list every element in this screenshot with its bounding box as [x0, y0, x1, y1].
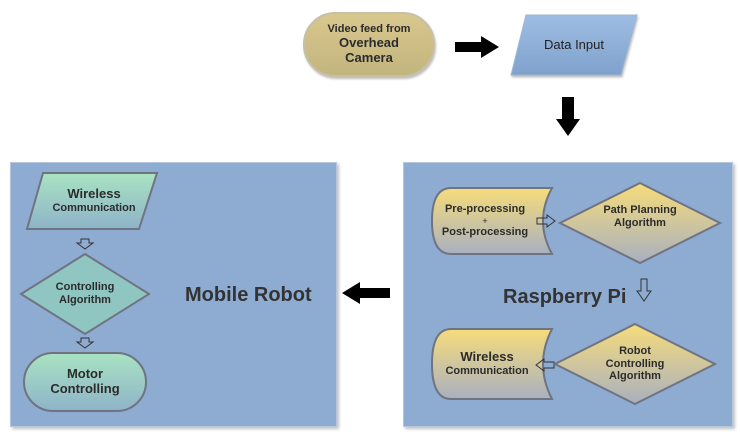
processing-node: Pre-processing + Post-processing [430, 187, 554, 255]
hollow-arrow-down-icon [75, 238, 95, 250]
video-feed-line3: Camera [345, 49, 393, 65]
motor-line1: Motor [66, 366, 104, 382]
robot-controlling-node: Robot Controlling Algorithm [552, 322, 718, 406]
processing-line1: Pre-processing [444, 203, 526, 216]
motor-controlling-node: Motor Controlling [23, 352, 147, 412]
video-feed-line2: Overhead [339, 34, 399, 50]
robot-controlling-line3: Algorithm [609, 370, 661, 383]
processing-line2: + [482, 215, 488, 226]
raspberry-pi-title: Raspberry Pi [503, 286, 627, 308]
pi-wireless-node: Wireless Communication [430, 328, 554, 400]
robot-wireless-line2: Communication [52, 202, 136, 215]
arrow-right-icon [455, 36, 499, 58]
data-input-label: Data Input [544, 36, 604, 52]
stored-data-shape [430, 187, 554, 255]
processing-line3: Post-processing [441, 226, 529, 239]
hollow-arrow-down-icon [75, 337, 95, 349]
diamond-shape [557, 181, 723, 265]
terminator-shape [303, 12, 435, 77]
controlling-line2: Algorithm [59, 294, 111, 306]
video-feed-line1: Video feed from [327, 23, 411, 36]
parallelogram-shape [510, 14, 638, 76]
hollow-arrow-right-icon [536, 214, 556, 228]
mobile-robot-title: Mobile Robot [185, 284, 312, 306]
controlling-algorithm-node: Controlling Algorithm [19, 252, 151, 336]
path-planning-node: Path Planning Algorithm [557, 181, 723, 265]
path-planning-line2: Algorithm [614, 217, 666, 229]
robot-controlling-line1: Robot [619, 345, 651, 358]
pi-wireless-line2: Communication [445, 365, 529, 378]
robot-wireless-line1: Wireless [67, 186, 121, 202]
hollow-arrow-left-icon [535, 358, 555, 372]
stored-data-shape [430, 328, 554, 400]
pi-wireless-line1: Wireless [460, 349, 514, 365]
hollow-arrow-down-icon [636, 278, 652, 302]
robot-wireless-node: Wireless Communication [25, 172, 159, 230]
diamond-shape [19, 252, 151, 336]
data-input-node: Data Input [510, 14, 638, 76]
diamond-shape [552, 322, 718, 406]
terminator-shape [23, 352, 147, 412]
arrow-down-icon [556, 97, 580, 136]
path-planning-line1: Path Planning [603, 204, 677, 217]
video-feed-node: Video feed from Overhead Camera [303, 12, 435, 77]
parallelogram-shape [25, 172, 159, 230]
robot-controlling-line2: Controlling [605, 357, 665, 370]
controlling-line1: Controlling [55, 281, 115, 294]
motor-line2: Controlling [50, 381, 120, 396]
arrow-left-icon [342, 282, 390, 304]
